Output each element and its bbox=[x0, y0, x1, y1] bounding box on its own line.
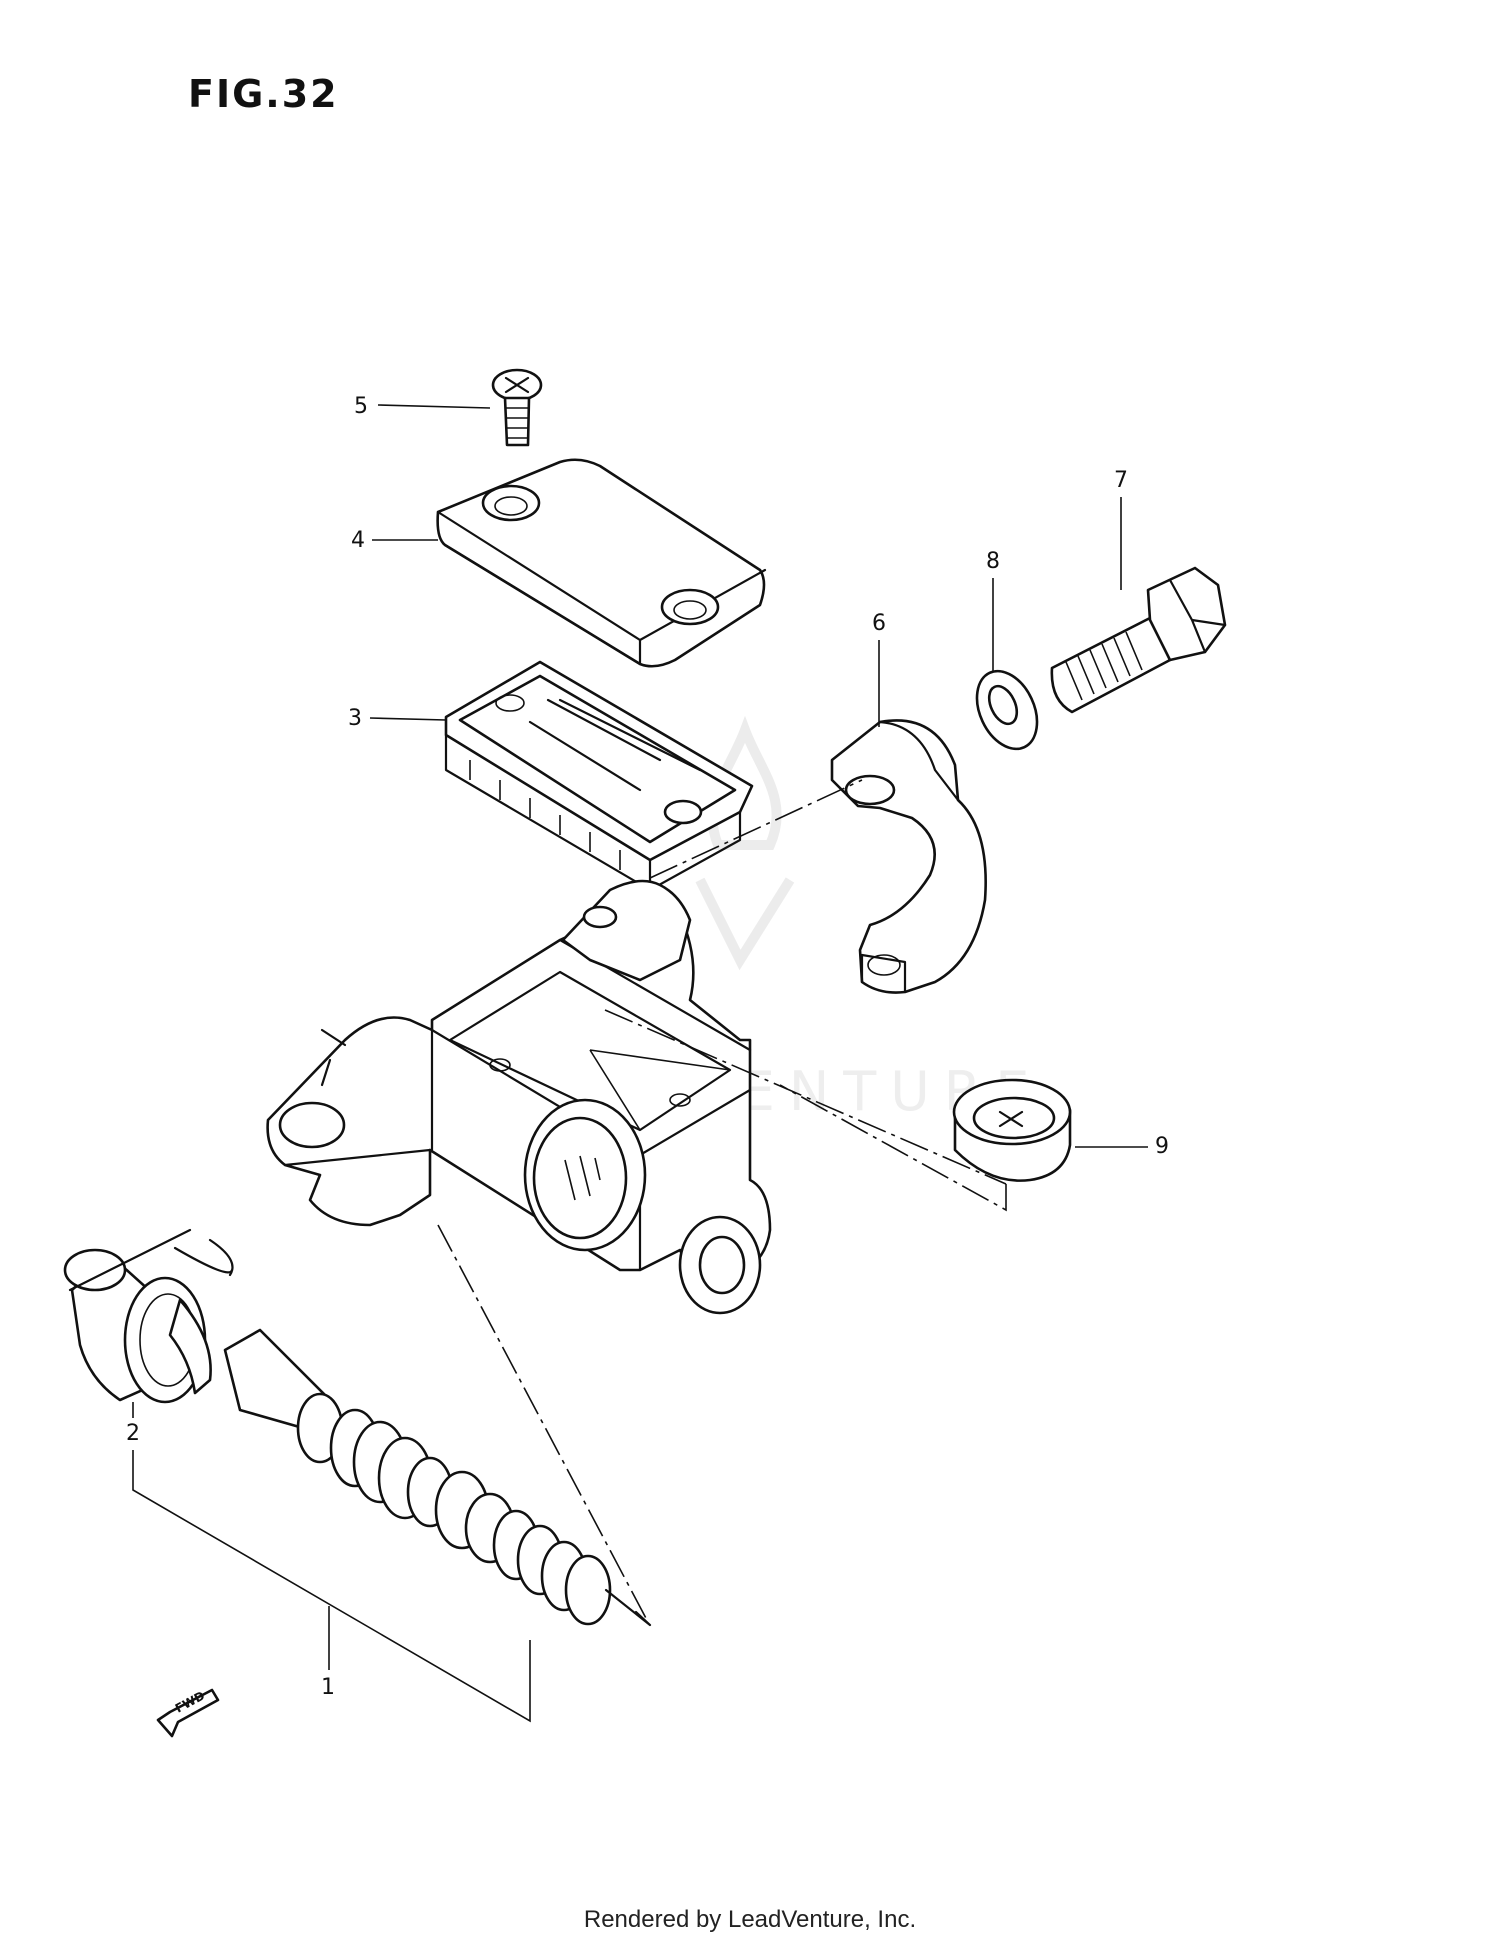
callout-label-3: 3 bbox=[348, 706, 362, 731]
callout-label-6: 6 bbox=[872, 611, 886, 636]
callout-1: 1 bbox=[132, 1475, 531, 1723]
callout-label-2: 2 bbox=[126, 1421, 140, 1446]
part-1-piston-assembly[interactable] bbox=[63, 1228, 612, 1626]
callout-6: 6 bbox=[872, 611, 886, 727]
part-7-bolt[interactable] bbox=[1050, 566, 1227, 714]
callout-5: 5 bbox=[354, 394, 491, 419]
part-3-diaphragm[interactable] bbox=[444, 660, 754, 892]
footer-credit: Rendered by LeadVenture, Inc. bbox=[583, 1906, 917, 1933]
callout-label-7: 7 bbox=[1114, 468, 1128, 493]
callout-label-1: 1 bbox=[321, 1675, 335, 1700]
part-4-cap[interactable] bbox=[436, 458, 767, 668]
callout-label-9: 9 bbox=[1155, 1134, 1169, 1159]
callout-9: 9 bbox=[1075, 1134, 1169, 1159]
callout-7: 7 bbox=[1114, 468, 1128, 590]
part-9-boot[interactable] bbox=[952, 1078, 1072, 1182]
callout-label-5: 5 bbox=[354, 394, 368, 419]
figure-title: FIG.32 bbox=[188, 72, 339, 116]
callout-2: 2 bbox=[126, 1402, 140, 1475]
assembly-lines bbox=[320, 779, 1007, 1627]
callout-label-4: 4 bbox=[351, 528, 365, 553]
callout-4: 4 bbox=[351, 528, 438, 553]
part-8-washer[interactable] bbox=[965, 661, 1049, 758]
callout-3: 3 bbox=[348, 706, 447, 731]
master-cylinder-body[interactable] bbox=[266, 879, 772, 1315]
part-5-screw[interactable] bbox=[491, 368, 543, 447]
part-6-clamp[interactable] bbox=[830, 719, 987, 994]
callout-label-8: 8 bbox=[986, 549, 1000, 574]
callout-8: 8 bbox=[986, 549, 1000, 672]
fwd-arrow: FWD bbox=[156, 1689, 220, 1738]
